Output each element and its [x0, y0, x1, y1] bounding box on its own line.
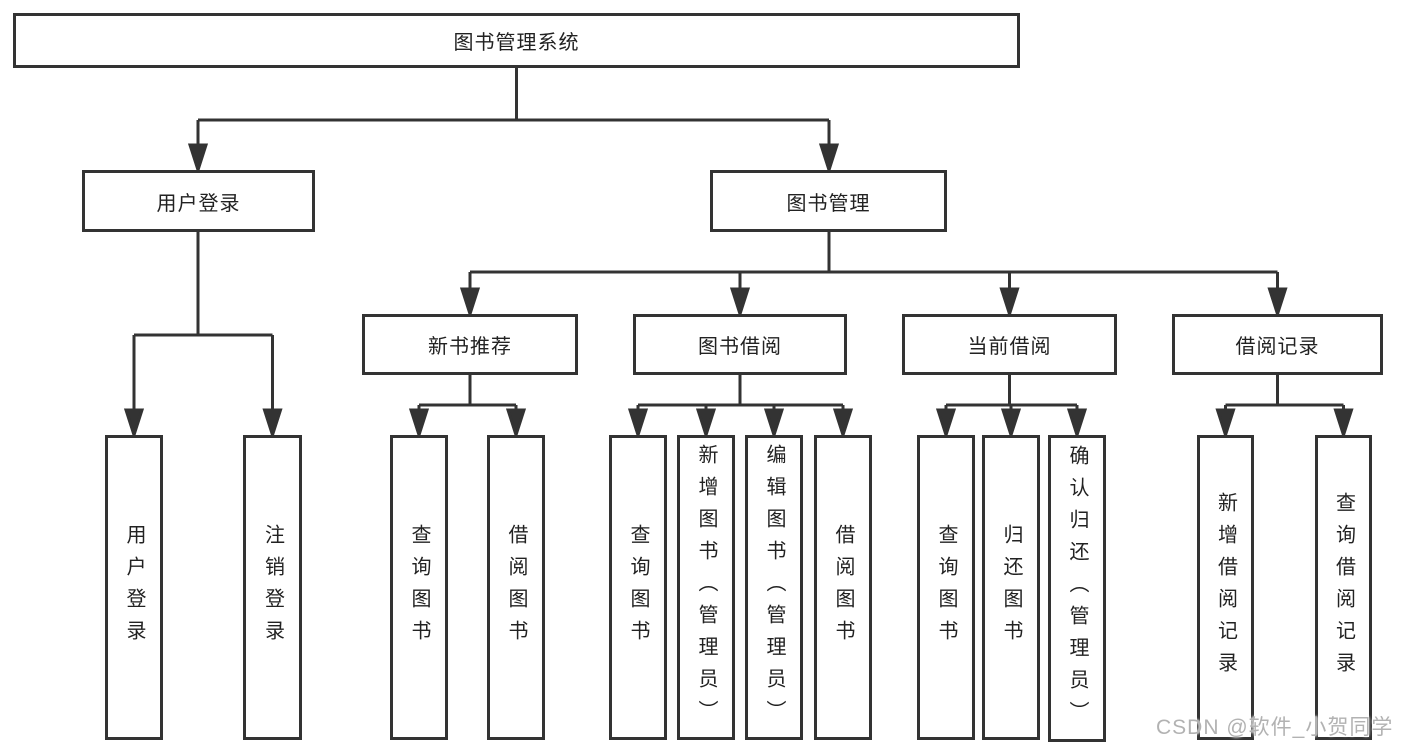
node-current-borrow-label: 当前借阅 [967, 336, 1052, 358]
leaf-edit-book-admin: 编辑图书（管理员） [745, 435, 803, 740]
leaf-query-books-1-label: 查询图书 [408, 523, 430, 652]
leaf-query-borrow-record: 查询借阅记录 [1315, 435, 1372, 740]
leaf-borrow-books-2-label: 借阅图书 [832, 523, 854, 652]
node-current-borrow: 当前借阅 [902, 314, 1117, 375]
node-root-label: 图书管理系统 [453, 32, 580, 54]
node-book-management: 图书管理 [710, 170, 947, 232]
leaf-borrow-books-1-label: 借阅图书 [505, 523, 527, 652]
node-root-library-system: 图书管理系统 [13, 13, 1020, 68]
node-user-login-label: 用户登录 [156, 192, 241, 215]
leaf-edit-book-admin-label: 编辑图书（管理员） [763, 443, 785, 732]
leaf-query-books-2-label: 查询图书 [627, 523, 649, 652]
node-borrow-records-label: 借阅记录 [1235, 336, 1320, 358]
leaf-add-book-admin-label: 新增图书（管理员） [695, 443, 717, 732]
leaf-borrow-books-2: 借阅图书 [814, 435, 872, 740]
leaf-add-borrow-record-label: 新增借阅记录 [1214, 491, 1237, 684]
leaf-query-books-1: 查询图书 [390, 435, 448, 740]
csdn-watermark: CSDN @软件_小贺同学 [1156, 716, 1394, 739]
leaf-logout: 注销登录 [243, 435, 302, 740]
leaf-borrow-books-1: 借阅图书 [487, 435, 545, 740]
leaf-return-books: 归还图书 [982, 435, 1040, 740]
leaf-user-login-label: 用户登录 [123, 523, 145, 652]
leaf-query-books-3-label: 查询图书 [935, 523, 957, 652]
node-user-login: 用户登录 [82, 170, 315, 232]
node-borrow-records: 借阅记录 [1172, 314, 1383, 375]
node-book-management-label: 图书管理 [786, 192, 871, 215]
leaf-query-books-3: 查询图书 [917, 435, 975, 740]
leaf-query-books-2: 查询图书 [609, 435, 667, 740]
leaf-confirm-return-admin: 确认归还（管理员） [1048, 435, 1106, 742]
leaf-add-borrow-record: 新增借阅记录 [1197, 435, 1254, 740]
leaf-add-book-admin: 新增图书（管理员） [677, 435, 735, 740]
leaf-logout-label: 注销登录 [261, 523, 284, 652]
node-new-book-recommend-label: 新书推荐 [428, 336, 512, 358]
leaf-confirm-return-admin-label: 确认归还（管理员） [1066, 444, 1088, 733]
node-book-borrow: 图书借阅 [633, 314, 847, 375]
node-new-book-recommend: 新书推荐 [362, 314, 578, 375]
leaf-return-books-label: 归还图书 [1000, 523, 1022, 652]
leaf-query-borrow-record-label: 查询借阅记录 [1332, 491, 1355, 684]
node-book-borrow-label: 图书借阅 [698, 336, 782, 358]
leaf-user-login: 用户登录 [105, 435, 163, 740]
